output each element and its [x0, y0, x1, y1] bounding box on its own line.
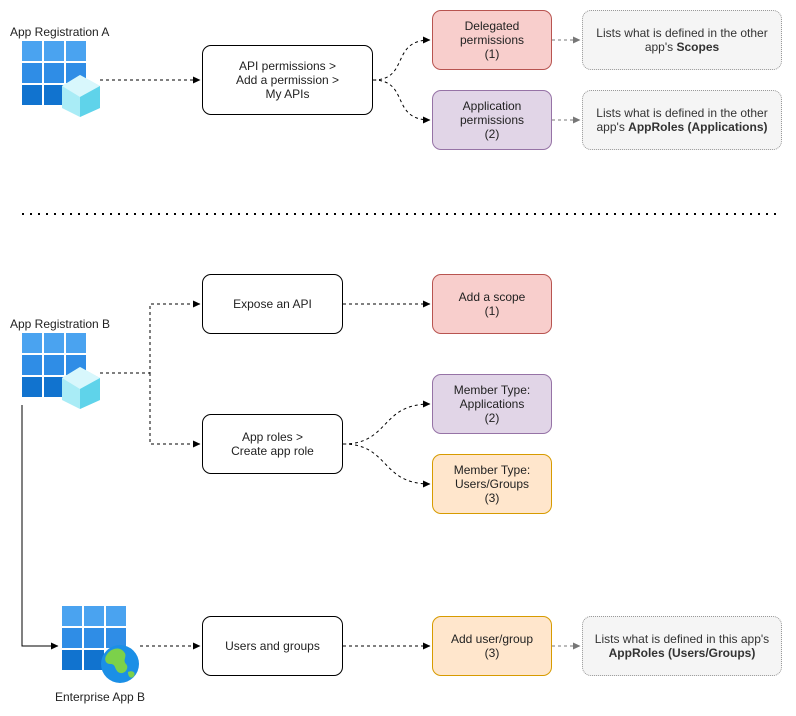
- delegated-note-prefix: app's: [644, 40, 677, 54]
- member-type-applications-box[interactable]: Member Type: Applications (2): [432, 374, 552, 434]
- member-users-line3: (3): [484, 491, 500, 505]
- add-scope-box[interactable]: Add a scope (1): [432, 274, 552, 334]
- application-note-bold: AppRoles (Applications): [628, 120, 768, 134]
- member-apps-line2: Applications: [459, 397, 525, 411]
- application-line1: Application: [462, 99, 522, 113]
- app-roles-box[interactable]: App roles > Create app role: [202, 414, 343, 474]
- delegated-line3: (1): [484, 47, 500, 61]
- app-roles-line2: Create app role: [231, 444, 314, 458]
- api-permissions-line2: Add a permission >: [235, 73, 340, 87]
- delegated-note-bold: Scopes: [676, 40, 720, 54]
- arrow-roles-to-users: [342, 443, 431, 488]
- member-users-line1: Member Type:: [453, 463, 531, 477]
- member-type-users-box[interactable]: Member Type: Users/Groups (3): [432, 454, 552, 514]
- delegated-line1: Delegated: [464, 19, 520, 33]
- arrow-appB-to-enterprise: [21, 405, 59, 650]
- delegated-line2: permissions: [459, 33, 525, 47]
- application-line3: (2): [484, 127, 500, 141]
- add-user-group-box[interactable]: Add user/group (3): [432, 616, 552, 676]
- member-apps-line3: (2): [484, 411, 500, 425]
- application-line2: permissions: [459, 113, 525, 127]
- add-user-group-line2: (3): [484, 646, 500, 660]
- app-registration-icon: [22, 41, 100, 117]
- arrow-roles-to-apps: [342, 400, 431, 445]
- application-note: Lists what is defined in the other app's…: [582, 90, 782, 150]
- enterprise-app-b-label: Enterprise App B: [55, 690, 146, 704]
- users-groups-label: Users and groups: [225, 639, 320, 653]
- add-user-group-line1: Add user/group: [450, 632, 534, 646]
- api-permissions-line3: My APIs: [265, 87, 310, 101]
- users-and-groups-box[interactable]: Users and groups: [202, 616, 343, 676]
- application-note-line1: Lists what is defined in the other: [596, 106, 768, 120]
- arrow-api-to-delegated: [372, 36, 431, 81]
- enterprise-app-icon: [62, 606, 139, 683]
- add-scope-line1: Add a scope: [458, 290, 526, 304]
- application-note-prefix: app's: [596, 120, 629, 134]
- delegated-permissions-box[interactable]: Delegated permissions (1): [432, 10, 552, 70]
- delegated-note-line1: Lists what is defined in the other: [596, 26, 768, 40]
- app-roles-line1: App roles >: [241, 430, 304, 444]
- arrow-appB-split: [100, 300, 201, 374]
- app-registration-b-label: App Registration B: [10, 317, 111, 331]
- add-scope-line2: (1): [484, 304, 500, 318]
- api-permissions-line1: API permissions >: [238, 59, 337, 73]
- app-registration-icon: [22, 333, 100, 409]
- arrow-api-to-application: [372, 79, 431, 124]
- users-note: Lists what is defined in this app's AppR…: [582, 616, 782, 676]
- delegated-note: Lists what is defined in the other app's…: [582, 10, 782, 70]
- users-note-line1: Lists what is defined in this app's: [594, 632, 770, 646]
- expose-api-box[interactable]: Expose an API: [202, 274, 343, 334]
- app-registration-a-label: App Registration A: [10, 25, 110, 39]
- users-note-bold: AppRoles (Users/Groups): [608, 646, 756, 660]
- api-permissions-box[interactable]: API permissions > Add a permission > My …: [202, 45, 373, 115]
- application-permissions-box[interactable]: Application permissions (2): [432, 90, 552, 150]
- member-users-line2: Users/Groups: [454, 477, 530, 491]
- expose-api-label: Expose an API: [233, 297, 312, 311]
- arrow-appB-roles: [149, 373, 201, 448]
- member-apps-line1: Member Type:: [453, 383, 531, 397]
